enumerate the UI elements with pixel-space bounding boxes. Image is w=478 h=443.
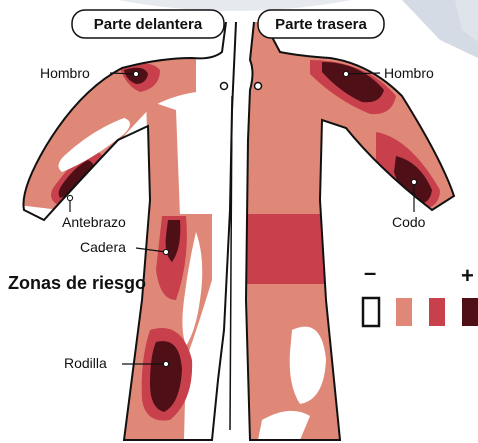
legend-minus: – (364, 260, 376, 285)
front-collar-dot (221, 83, 228, 90)
front-arm-zone (18, 64, 150, 210)
back-collar-dot (255, 83, 262, 90)
legend-swatch-low (396, 298, 412, 326)
front-title: Parte delantera (94, 16, 203, 33)
back-waist-zone (240, 214, 330, 284)
legend-title: Zonas de riesgo (8, 273, 146, 293)
back-title: Parte trasera (275, 16, 367, 33)
front-label-shoulder: Hombro (40, 65, 90, 81)
back-label-elbow: Codo (392, 214, 426, 230)
legend-swatch-none (363, 298, 379, 326)
front-label-hip: Cadera (80, 239, 126, 255)
legend-swatch-mid (429, 298, 445, 326)
front-label-forearm: Antebrazo (62, 214, 126, 230)
legend-plus: + (461, 263, 474, 288)
back-label-shoulder: Hombro (384, 65, 434, 81)
back-suit (240, 0, 478, 443)
front-torso-stripe (146, 100, 180, 220)
front-label-knee: Rodilla (64, 355, 107, 371)
legend-swatch-high (462, 298, 478, 326)
